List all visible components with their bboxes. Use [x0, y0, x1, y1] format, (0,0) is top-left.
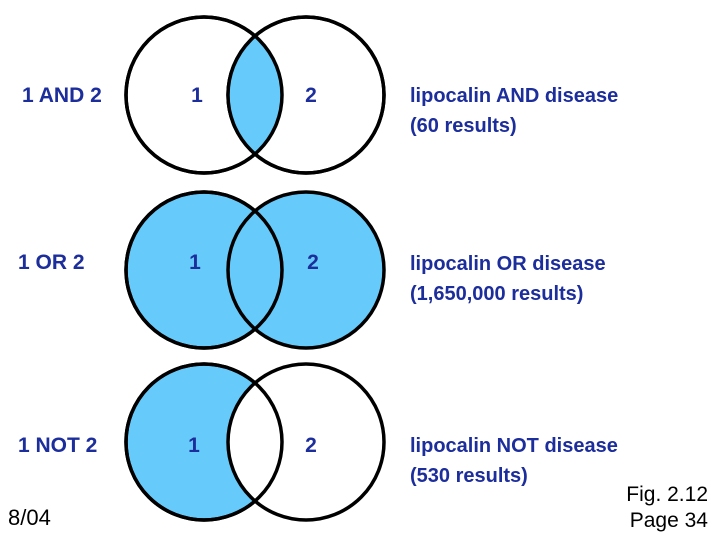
not-circle1-number: 1 [188, 434, 200, 457]
or-circle2-number: 2 [307, 251, 319, 274]
and-right-outline [226, 15, 386, 175]
venn-or-diagram [124, 190, 386, 350]
caption-or-line2: (1,650,000 results) [410, 283, 584, 305]
and-circle1-number: 1 [191, 84, 203, 107]
caption-or-line1: lipocalin OR disease [410, 253, 606, 275]
or-circle1-number: 1 [189, 251, 201, 274]
and-left-outline [124, 15, 284, 175]
footer-date: 8/04 [8, 505, 51, 530]
not-left-outline [124, 362, 284, 522]
venn-and-diagram [124, 15, 386, 175]
operator-label-or: 1 OR 2 [18, 251, 85, 274]
page-number: Page 34 [629, 509, 708, 532]
operator-label-and: 1 AND 2 [22, 84, 102, 107]
caption-not-line2: (530 results) [410, 465, 528, 487]
caption-not-line1: lipocalin NOT disease [410, 435, 618, 457]
or-right-circle [226, 190, 386, 350]
caption-not: lipocalin NOT disease (530 results) [410, 431, 618, 491]
not-right-circle [226, 362, 386, 522]
operator-label-not: 1 NOT 2 [18, 434, 98, 457]
not-circle2-number: 2 [305, 434, 317, 457]
figure-reference: Fig. 2.12 Page 34 [626, 482, 708, 534]
caption-and-line1: lipocalin AND disease [410, 85, 619, 107]
or-left-outline [124, 190, 284, 350]
caption-and-line2: (60 results) [410, 115, 517, 137]
and-circle2-number: 2 [305, 84, 317, 107]
venn-not-diagram [124, 362, 386, 522]
caption-or: lipocalin OR disease (1,650,000 results) [410, 249, 606, 309]
and-intersection-fill [228, 17, 282, 173]
figure-number: Fig. 2.12 [626, 483, 708, 506]
caption-and: lipocalin AND disease (60 results) [410, 81, 618, 141]
